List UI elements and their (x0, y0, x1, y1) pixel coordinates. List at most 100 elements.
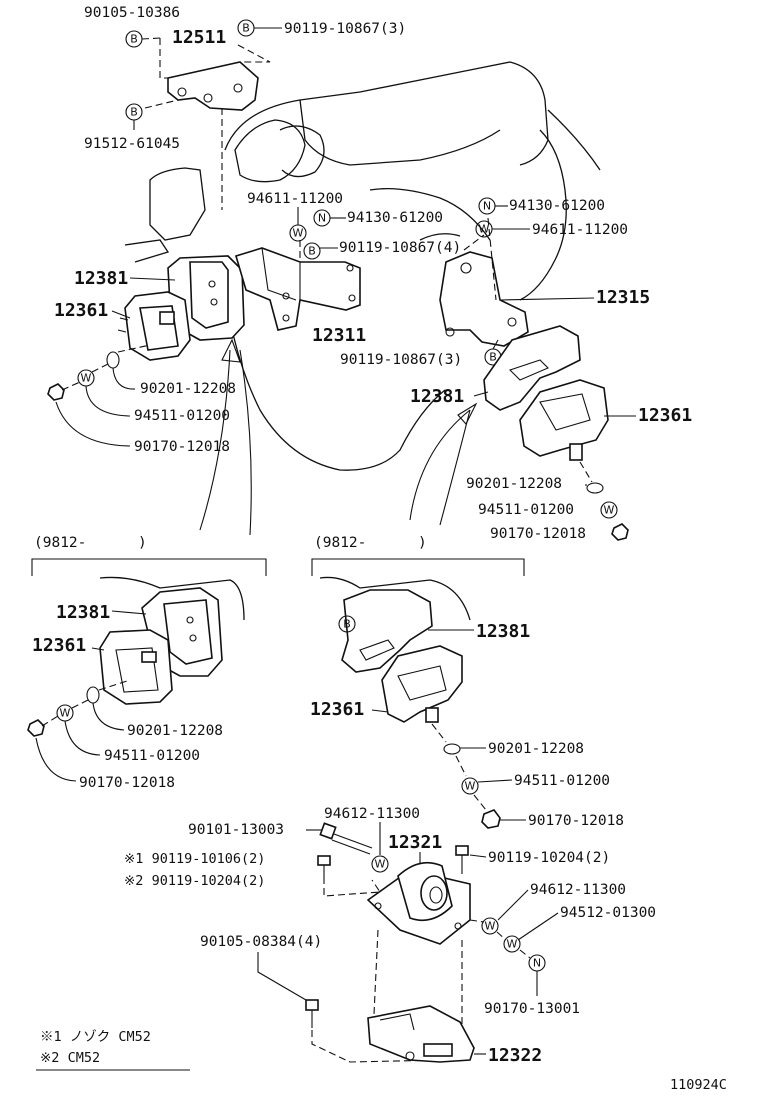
part-number-94130-61200-a: 94130-61200 (347, 210, 443, 226)
washer-symbol: W (503, 935, 521, 953)
part-number-94511-01200-variant-right: 94511-01200 (514, 773, 610, 789)
part-number-94611-11200-a: 94611-11200 (247, 191, 343, 207)
note-2-part: ※2 90119-10204(2) (124, 873, 265, 889)
small-bolt-right (455, 845, 469, 874)
part-number-12381-variant-right: 12381 (476, 621, 530, 642)
part-number-12381-right: 12381 (410, 386, 464, 407)
nut-symbol: N (478, 197, 496, 215)
bracket-12311 (235, 240, 361, 331)
part-number-91512-61045: 91512-61045 (84, 136, 180, 152)
part-number-90170-12018-upper: 90170-12018 (134, 439, 230, 455)
figure-id: 110924C (670, 1077, 727, 1093)
part-number-90105-08384-4: 90105-08384(4) (200, 934, 322, 950)
long-bolt (319, 822, 373, 855)
part-number-90201-12208-right: 90201-12208 (466, 476, 562, 492)
nut (47, 383, 65, 401)
mount-12381-upper-left (117, 255, 245, 361)
part-number-94512-01300: 94512-01300 (560, 905, 656, 921)
bracket-left-variant (31, 558, 267, 576)
svg-text:N: N (533, 957, 541, 970)
part-number-12361-right: 12361 (638, 405, 692, 426)
bracket-right-variant (311, 558, 525, 576)
bolt-symbol: B (125, 103, 143, 121)
svg-text:N: N (318, 212, 326, 225)
svg-text:N: N (483, 200, 491, 213)
bolt-symbol: B (338, 615, 356, 633)
mount-12321 (366, 861, 471, 945)
part-number-90119-10204-2: 90119-10204(2) (488, 850, 610, 866)
svg-text:B: B (242, 22, 250, 35)
bracket-12511 (144, 38, 271, 210)
part-number-12321: 12321 (388, 832, 442, 853)
part-number-12361-variant-right: 12361 (310, 699, 364, 720)
direction-arrow (199, 349, 231, 531)
part-number-12511: 12511 (172, 27, 226, 48)
part-number-94511-01200-variant-left: 94511-01200 (104, 748, 200, 764)
part-number-12381-variant-left: 12381 (56, 602, 110, 623)
part-number-90201-12208-variant-right: 90201-12208 (488, 741, 584, 757)
svg-text:W: W (507, 938, 518, 951)
part-number-90170-12018-variant-right: 90170-12018 (528, 813, 624, 829)
bolt-symbol: B (303, 242, 321, 260)
date-range-left: (9812- (34, 535, 86, 551)
svg-text:): ) (138, 535, 147, 551)
part-number-90105-10386: 90105-10386 (84, 5, 180, 21)
legend-note-2: ※2 CM52 (40, 1050, 100, 1066)
plain-washer (586, 482, 604, 494)
washer-symbol: W (600, 501, 618, 519)
plain-washer (443, 743, 461, 755)
washer-symbol: W (56, 704, 74, 722)
washer-symbol: W (481, 917, 499, 935)
part-number-94611-11200-b: 94611-11200 (532, 222, 628, 238)
svg-text:W: W (375, 858, 386, 871)
nut (481, 809, 501, 829)
svg-text:W: W (485, 920, 496, 933)
part-number-12311: 12311 (312, 325, 366, 346)
bolt-90105-08384 (305, 999, 319, 1028)
part-number-94612-11300-a: 94612-11300 (324, 806, 420, 822)
part-number-94511-01200-upper: 94511-01200 (134, 408, 230, 424)
bolt-symbol: B (237, 19, 255, 37)
svg-text:W: W (465, 780, 476, 793)
plain-washer (86, 686, 100, 704)
washer-symbol: W (77, 369, 95, 387)
part-number-12361-variant-left: 12361 (32, 635, 86, 656)
part-number-12361-upper: 12361 (54, 300, 108, 321)
part-number-12315: 12315 (596, 287, 650, 308)
svg-text:): ) (418, 535, 427, 551)
nut (27, 719, 45, 737)
part-number-90201-12208-variant-left: 90201-12208 (127, 723, 223, 739)
svg-text:W: W (60, 707, 71, 720)
washer-symbol: W (289, 224, 307, 242)
part-number-90170-13001: 90170-13001 (484, 1001, 580, 1017)
bolt-symbol: B (125, 30, 143, 48)
part-number-90101-13003: 90101-13003 (188, 822, 284, 838)
washer-symbol: W (371, 855, 389, 873)
part-number-94130-61200-b: 94130-61200 (509, 198, 605, 214)
svg-text:W: W (479, 223, 490, 236)
svg-text:B: B (343, 618, 351, 631)
bracket-12322 (367, 1005, 475, 1063)
part-number-90170-12018-right: 90170-12018 (490, 526, 586, 542)
part-number-90170-12018-variant-left: 90170-12018 (79, 775, 175, 791)
svg-text:W: W (604, 504, 615, 517)
note-1-part: ※1 90119-10106(2) (124, 851, 265, 867)
mount-variant-left (99, 576, 245, 705)
part-number-90119-10867-3: 90119-10867(3) (284, 21, 406, 37)
part-number-94612-11300-b: 94612-11300 (530, 882, 626, 898)
svg-text:B: B (130, 33, 138, 46)
part-number-94511-01200-right: 94511-01200 (478, 502, 574, 518)
washer-symbol: W (461, 777, 479, 795)
svg-text:B: B (308, 245, 316, 258)
part-number-12322: 12322 (488, 1045, 542, 1066)
part-number-12381-upper: 12381 (74, 268, 128, 289)
nut-symbol: N (313, 209, 331, 227)
engine-outline (124, 61, 601, 471)
part-number-90201-12208-upper: 90201-12208 (140, 381, 236, 397)
svg-text:W: W (81, 372, 92, 385)
svg-text:B: B (489, 351, 497, 364)
small-bolt-left (317, 855, 331, 884)
part-number-90119-10867-3-mid: 90119-10867(3) (340, 352, 462, 368)
